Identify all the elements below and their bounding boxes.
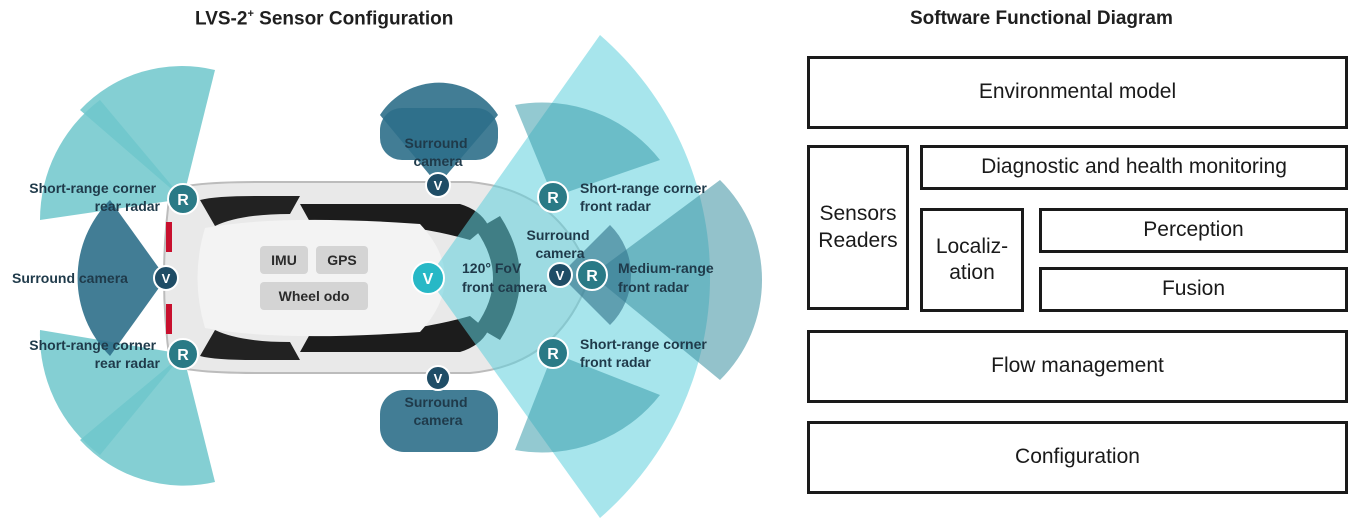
environmental-model-module: Environmental model (807, 56, 1348, 129)
rear-camera-label: Surround camera (12, 270, 128, 286)
software-diagram-title: Software Functional Diagram (910, 8, 1173, 29)
front-camera-label: 120° FoV front camera (462, 260, 547, 295)
fusion-module: Fusion (1039, 267, 1348, 312)
svg-text:R: R (547, 190, 559, 207)
rear-radar-fov-bottom (80, 354, 215, 486)
medium-radar-fov (592, 180, 763, 380)
configuration-module: Configuration (807, 421, 1348, 494)
front-radar-badge-top: R (537, 181, 569, 213)
svg-text:V: V (434, 371, 443, 386)
svg-text:GPS: GPS (327, 252, 357, 268)
svg-text:V: V (556, 268, 565, 283)
car-sensor-diagram: IMU GPS Wheel odo R R V V V V V R R R Sh… (12, 35, 763, 518)
rear-radar-fov-bottom-ext (39, 330, 183, 455)
top-camera-fov-body (380, 108, 498, 160)
svg-text:V: V (162, 271, 171, 286)
top-camera-label: Surround camera (405, 135, 472, 169)
svg-text:R: R (177, 192, 189, 209)
medium-radar-label: Medium-range front radar (618, 260, 718, 295)
perception-module: Perception (1039, 208, 1348, 253)
rear-radar-fov-top-ext (40, 100, 183, 220)
bottom-camera-label: Surround camera (405, 394, 472, 428)
front-radar-fov-bottom (515, 353, 660, 453)
front-radar-badge-bottom: R (537, 337, 569, 369)
front-radar-label-top: Short-range corner front radar (580, 180, 711, 214)
svg-text:IMU: IMU (271, 252, 297, 268)
front-surround-camera-label: Surround camera (527, 227, 594, 261)
svg-text:R: R (547, 346, 559, 363)
wheel-odo-chip: Wheel odo (260, 282, 368, 310)
front-surround-camera-badge: V (547, 262, 573, 288)
rear-radar-fov-top (80, 66, 215, 199)
svg-text:V: V (423, 271, 434, 288)
svg-text:Wheel odo: Wheel odo (279, 288, 350, 304)
front-radar-fov-top (515, 102, 660, 197)
top-camera-badge: V (425, 172, 451, 198)
bottom-camera-fov-body (380, 390, 498, 452)
localization-module: Localiz-ation (920, 208, 1024, 312)
gps-chip: GPS (316, 246, 368, 274)
rear-radar-badge-bottom: R (167, 338, 199, 370)
flow-management-module: Flow management (807, 330, 1348, 403)
rear-radar-label-top: Short-range corner rear radar (29, 180, 160, 214)
svg-text:R: R (586, 268, 598, 285)
rear-radar-label-bottom: Short-range corner rear radar (29, 337, 160, 371)
rear-radar-badge-top: R (167, 183, 199, 215)
svg-text:V: V (434, 178, 443, 193)
diagnostic-module: Diagnostic and health monitoring (920, 145, 1348, 190)
imu-chip: IMU (260, 246, 308, 274)
bottom-camera-badge: V (425, 365, 451, 391)
medium-radar-badge: R (576, 259, 608, 291)
front-radar-label-bottom: Short-range corner front radar (580, 336, 711, 370)
front-camera-badge: V (411, 261, 445, 295)
sensor-config-title: LVS-2+ Sensor Configuration (195, 8, 454, 30)
rear-camera-badge: V (153, 265, 179, 291)
rear-camera-fov (77, 200, 166, 356)
svg-text:R: R (177, 347, 189, 364)
